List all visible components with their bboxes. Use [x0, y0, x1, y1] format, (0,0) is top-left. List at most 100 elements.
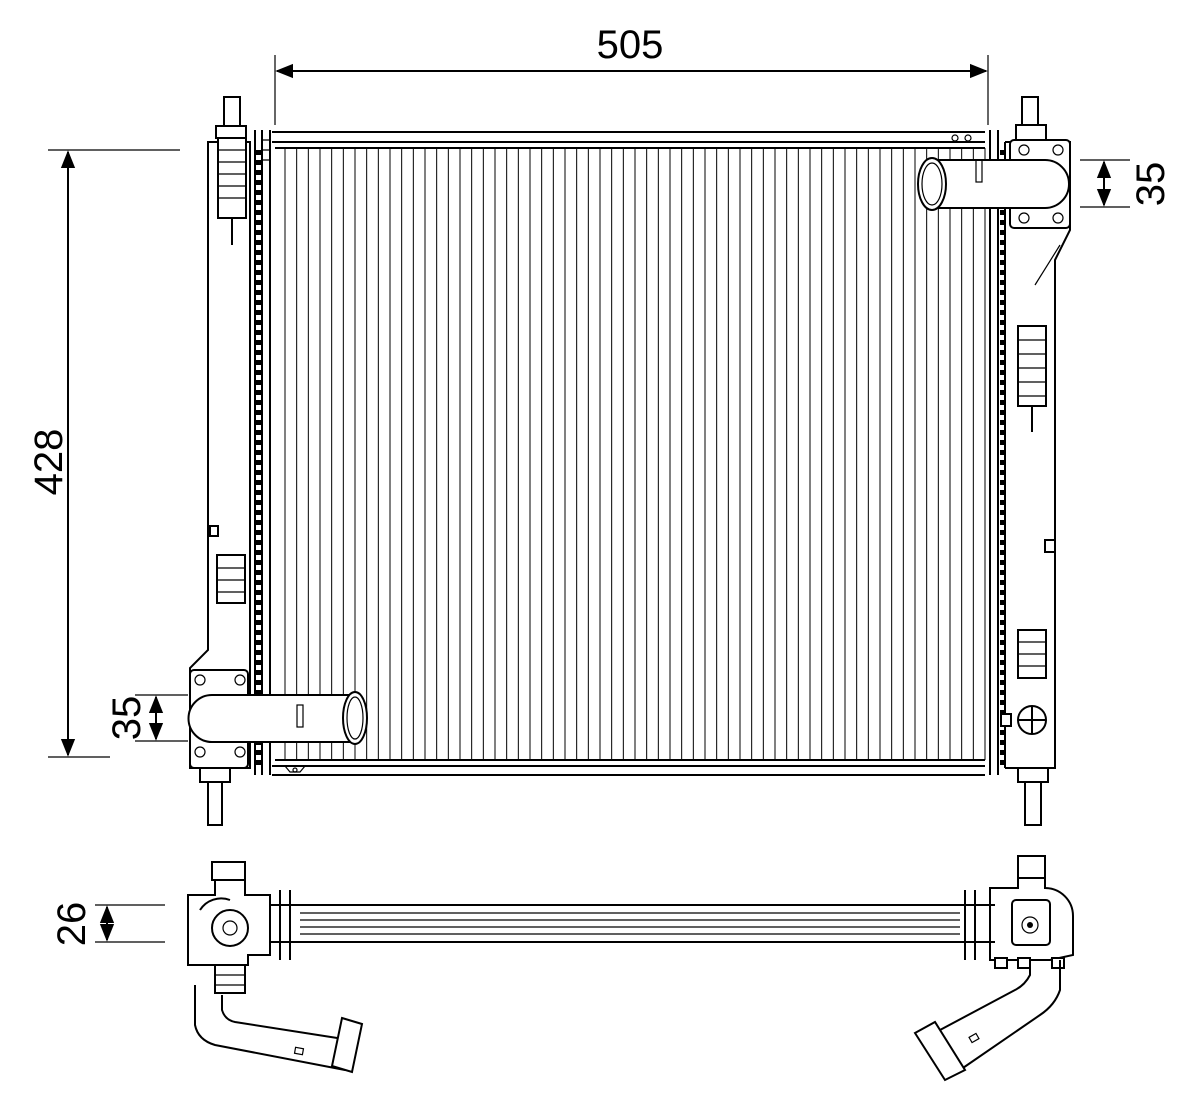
tank-tick	[1000, 240, 1005, 245]
tank-tick	[256, 280, 261, 285]
tank-tick	[256, 480, 261, 485]
tank-tick	[256, 270, 261, 275]
tank-tick	[1000, 650, 1005, 655]
tank-tick	[256, 600, 261, 605]
tank-tick	[256, 450, 261, 455]
tank-tick	[256, 360, 261, 365]
tank-tick	[1000, 270, 1005, 275]
tank-tick	[256, 610, 261, 615]
tank-tick	[256, 430, 261, 435]
tank-tick	[1000, 490, 1005, 495]
tank-tick	[1000, 680, 1005, 685]
tank-tick	[1000, 700, 1005, 705]
tank-tick	[1000, 230, 1005, 235]
width-label: 505	[597, 23, 664, 67]
left-tank-ticks	[256, 150, 261, 765]
tank-tick	[1000, 600, 1005, 605]
tank-tick	[256, 300, 261, 305]
depth-dimension: 26	[50, 902, 165, 947]
outlet-pipe-dimension: 35	[1080, 159, 1173, 208]
tank-tick	[1000, 370, 1005, 375]
tank-tick	[1000, 560, 1005, 565]
radiator-top-view	[187, 855, 1074, 1082]
tank-tick	[1000, 210, 1005, 215]
height-label: 428	[27, 429, 71, 496]
tank-tick	[1000, 420, 1005, 425]
tank-tick	[256, 310, 261, 315]
tank-tick	[1000, 610, 1005, 615]
tank-tick	[256, 160, 261, 165]
tank-tick	[256, 400, 261, 405]
tank-tick	[1000, 380, 1005, 385]
tank-tick	[256, 170, 261, 175]
tank-tick	[256, 240, 261, 245]
tank-tick	[1000, 540, 1005, 545]
tank-tick	[1000, 400, 1005, 405]
tank-tick	[256, 650, 261, 655]
tank-tick	[256, 660, 261, 665]
height-dimension: 428	[27, 149, 180, 758]
tank-tick	[256, 190, 261, 195]
tank-tick	[1000, 530, 1005, 535]
tank-tick	[256, 150, 261, 155]
tank-tick	[1000, 510, 1005, 515]
tank-tick	[1000, 550, 1005, 555]
inlet-pipe-label: 35	[105, 696, 149, 741]
tank-tick	[256, 470, 261, 475]
tank-tick	[256, 320, 261, 325]
tank-tick	[256, 500, 261, 505]
tank-tick	[256, 390, 261, 395]
tank-tick	[256, 380, 261, 385]
tank-tick	[256, 510, 261, 515]
tank-tick	[256, 410, 261, 415]
tank-tick	[256, 350, 261, 355]
outlet-pipe-label: 35	[1129, 162, 1173, 207]
tank-tick	[1000, 630, 1005, 635]
tank-tick	[1000, 360, 1005, 365]
tank-tick	[1000, 350, 1005, 355]
tank-tick	[1000, 740, 1005, 745]
tank-tick	[1000, 500, 1005, 505]
tank-tick	[256, 620, 261, 625]
tank-tick	[256, 530, 261, 535]
tank-tick	[1000, 310, 1005, 315]
tank-tick	[1000, 580, 1005, 585]
tank-tick	[1000, 710, 1005, 715]
tank-tick	[1000, 730, 1005, 735]
tank-tick	[256, 330, 261, 335]
tank-tick	[256, 440, 261, 445]
tank-tick	[256, 520, 261, 525]
tank-tick	[256, 200, 261, 205]
tank-tick	[1000, 330, 1005, 335]
tank-tick	[256, 640, 261, 645]
tank-tick	[256, 210, 261, 215]
tank-tick	[1000, 410, 1005, 415]
tank-tick	[1000, 690, 1005, 695]
tank-tick	[256, 340, 261, 345]
tank-tick	[256, 290, 261, 295]
tank-tick	[256, 560, 261, 565]
tank-tick	[1000, 750, 1005, 755]
tank-tick	[1000, 290, 1005, 295]
tank-tick	[1000, 460, 1005, 465]
tank-tick	[1000, 430, 1005, 435]
inlet-pipe	[187, 691, 368, 745]
tank-tick	[256, 580, 261, 585]
tank-tick	[256, 590, 261, 595]
tank-tick	[256, 490, 261, 495]
tank-tick	[1000, 620, 1005, 625]
tank-tick	[256, 760, 261, 765]
tank-tick	[1000, 280, 1005, 285]
tank-tick	[1000, 570, 1005, 575]
tank-tick	[256, 570, 261, 575]
tank-tick	[256, 690, 261, 695]
tank-tick	[256, 180, 261, 185]
tank-tick	[1000, 260, 1005, 265]
tank-tick	[1000, 470, 1005, 475]
width-dimension: 505	[274, 23, 989, 125]
tank-tick	[1000, 440, 1005, 445]
depth-label: 26	[50, 902, 94, 947]
tank-tick	[1000, 480, 1005, 485]
tank-tick	[256, 230, 261, 235]
